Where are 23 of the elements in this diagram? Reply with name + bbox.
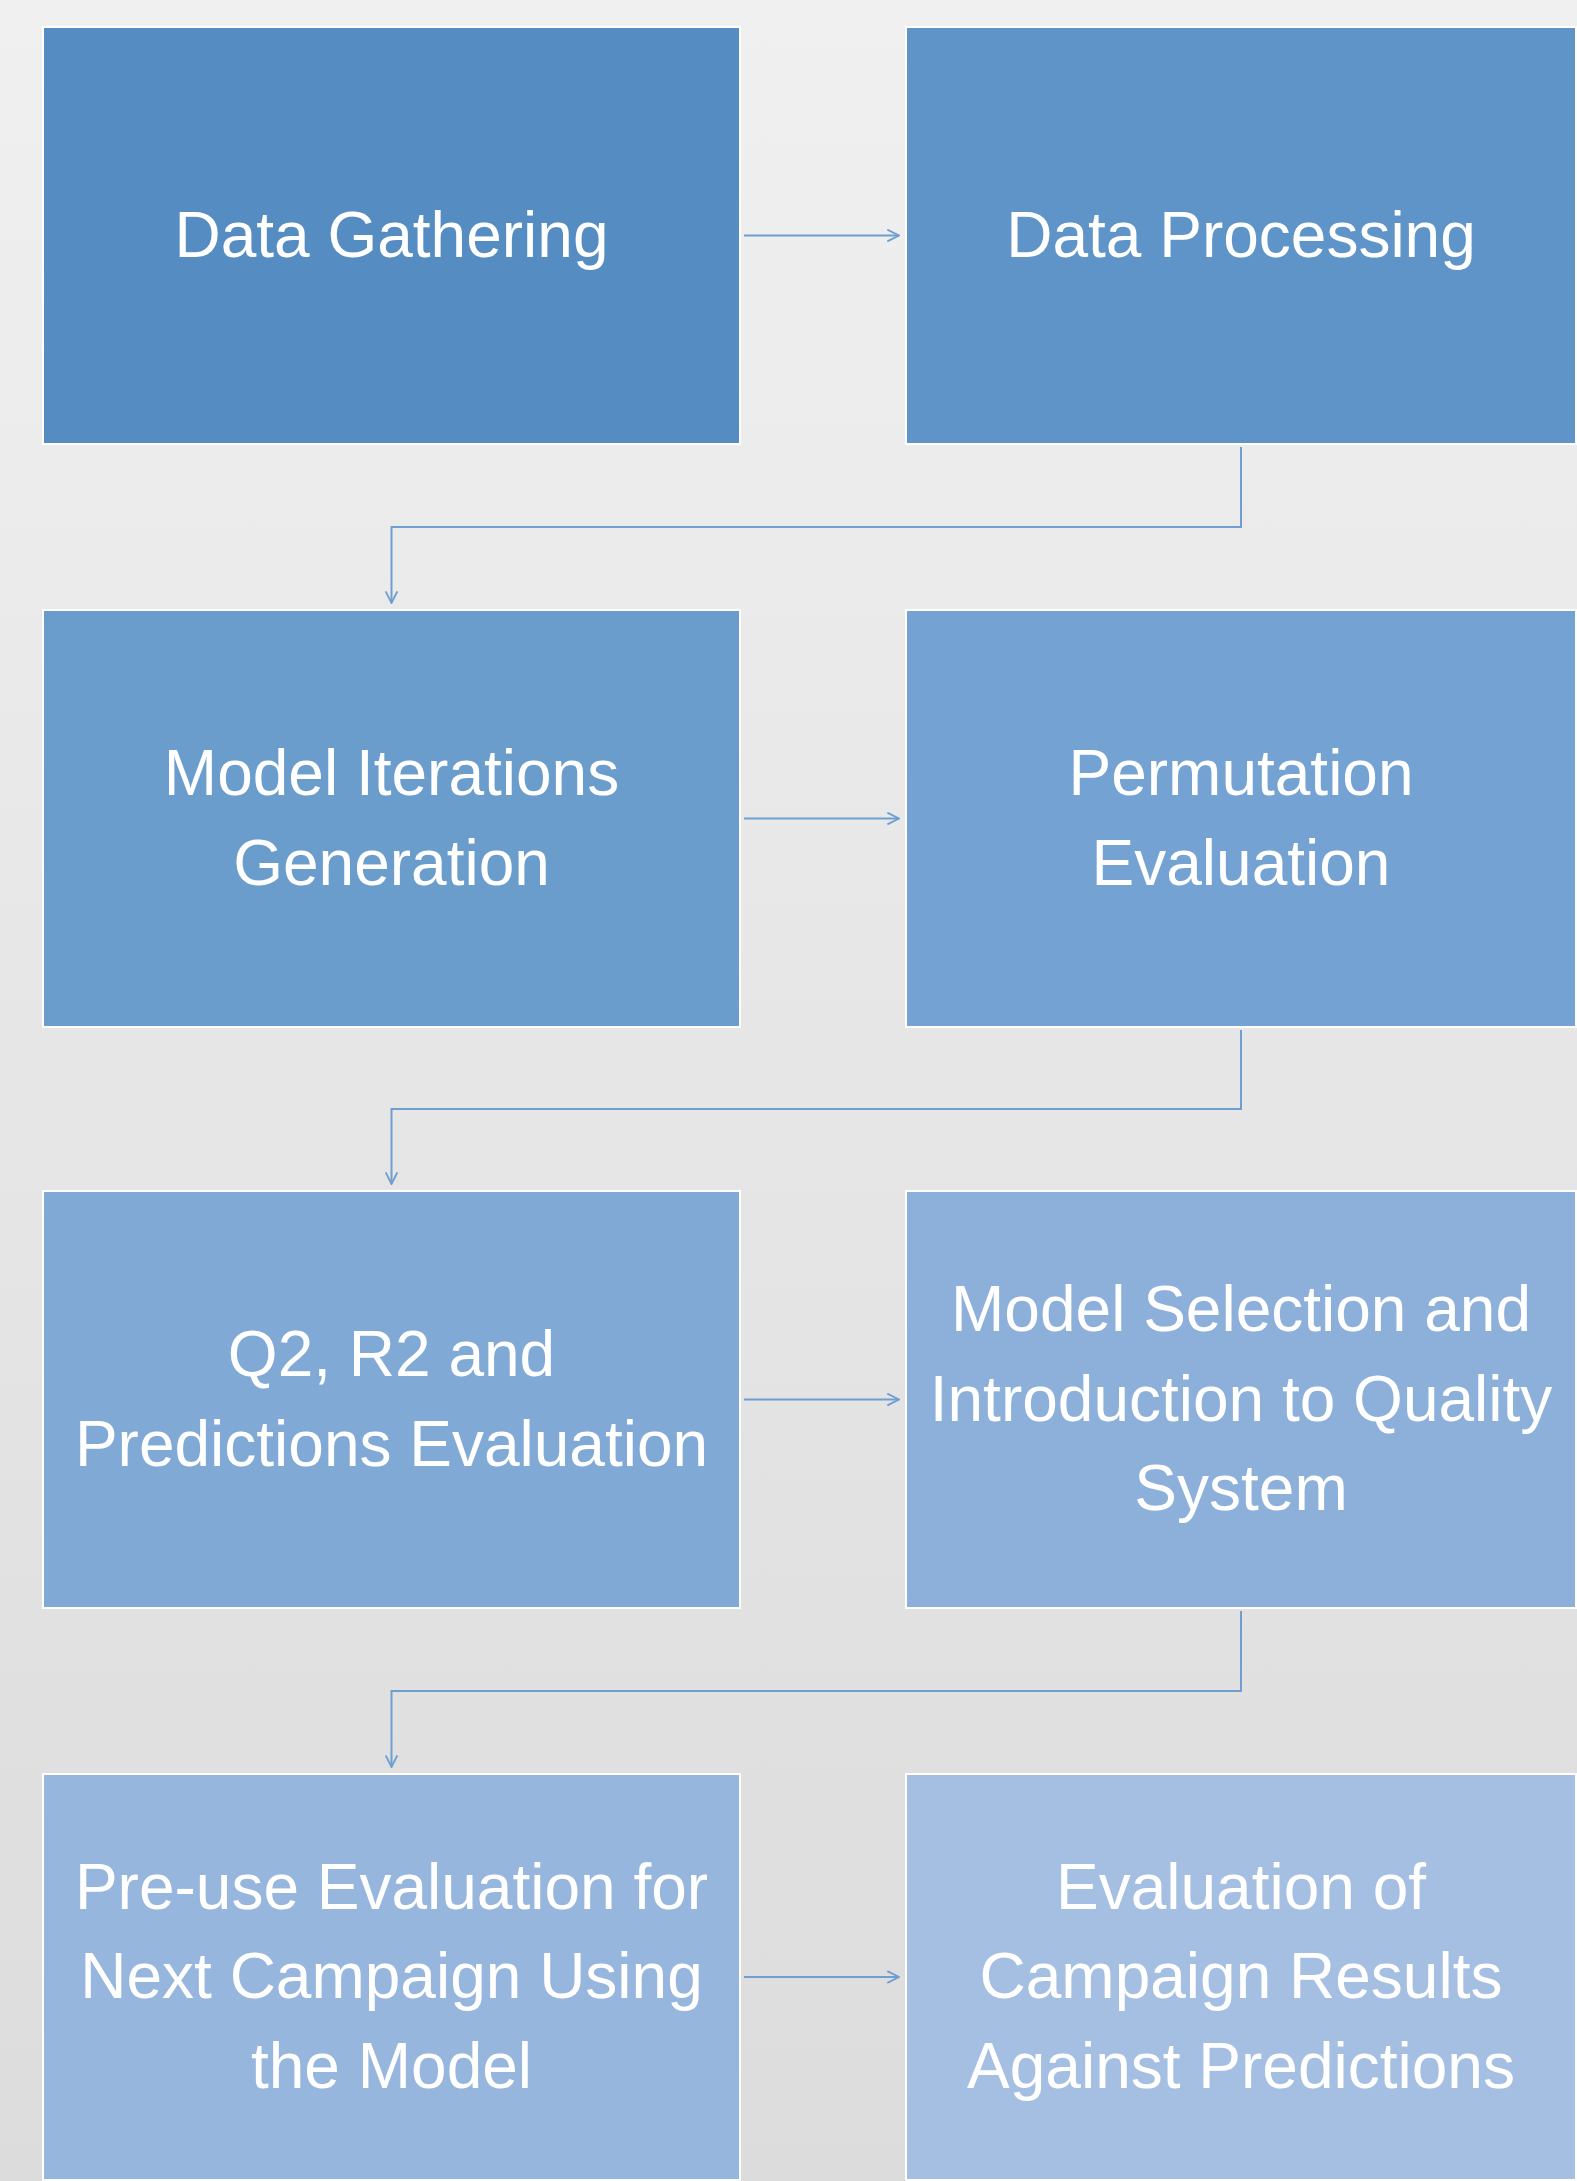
arrow bbox=[743, 811, 900, 826]
step-label: Data Gathering bbox=[173, 197, 610, 273]
step-label: Model Iterations Generation bbox=[162, 735, 621, 901]
arrow bbox=[384, 446, 1242, 604]
arrow bbox=[384, 1610, 1242, 1768]
process-box bbox=[905, 1190, 1577, 1609]
step-label: Pre-use Evaluation for Next Campaign Using the Model bbox=[73, 1849, 710, 2104]
step-label: Data Processing bbox=[1005, 197, 1477, 273]
arrow bbox=[384, 1029, 1242, 1185]
step-label: Q2, R2 and Predictions Evaluation bbox=[73, 1316, 710, 1482]
process-box bbox=[42, 26, 741, 445]
process-box bbox=[905, 609, 1577, 1028]
step-label: Model Selection and Introduction to Quality System bbox=[928, 1272, 1554, 1527]
step-label: Evaluation of Campaign Results Against Predictions bbox=[966, 1849, 1516, 2104]
arrow bbox=[743, 228, 900, 243]
process-box bbox=[42, 1773, 741, 2181]
arrow bbox=[743, 1970, 900, 1984]
process-box bbox=[905, 26, 1577, 445]
process-box bbox=[905, 1773, 1577, 2181]
step-label: Permutation Evaluation bbox=[1067, 735, 1415, 901]
arrow bbox=[743, 1392, 900, 1407]
process-box bbox=[42, 1190, 741, 1609]
process-box bbox=[42, 609, 741, 1028]
